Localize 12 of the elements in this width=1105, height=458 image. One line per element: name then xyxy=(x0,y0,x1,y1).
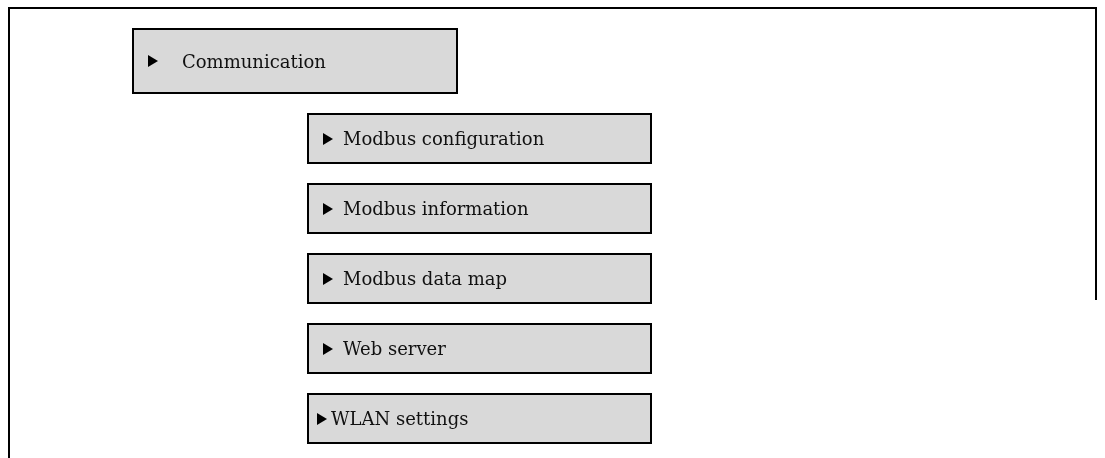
menu-item-label: Modbus information xyxy=(343,198,529,219)
menu-item-label: Modbus data map xyxy=(343,268,508,289)
menu-item-label: Web server xyxy=(343,338,446,359)
menu-item-box xyxy=(307,253,652,304)
menu-item-box xyxy=(307,323,652,374)
menu-item-label: WLAN settings xyxy=(331,408,469,429)
menu-item-box xyxy=(307,393,652,444)
menu-item-box xyxy=(307,113,652,164)
menu-item-box xyxy=(307,183,652,234)
menu-item-label: Modbus configuration xyxy=(343,128,545,149)
menu-item-label: Communication xyxy=(182,50,326,72)
menu-item-box xyxy=(132,28,458,94)
